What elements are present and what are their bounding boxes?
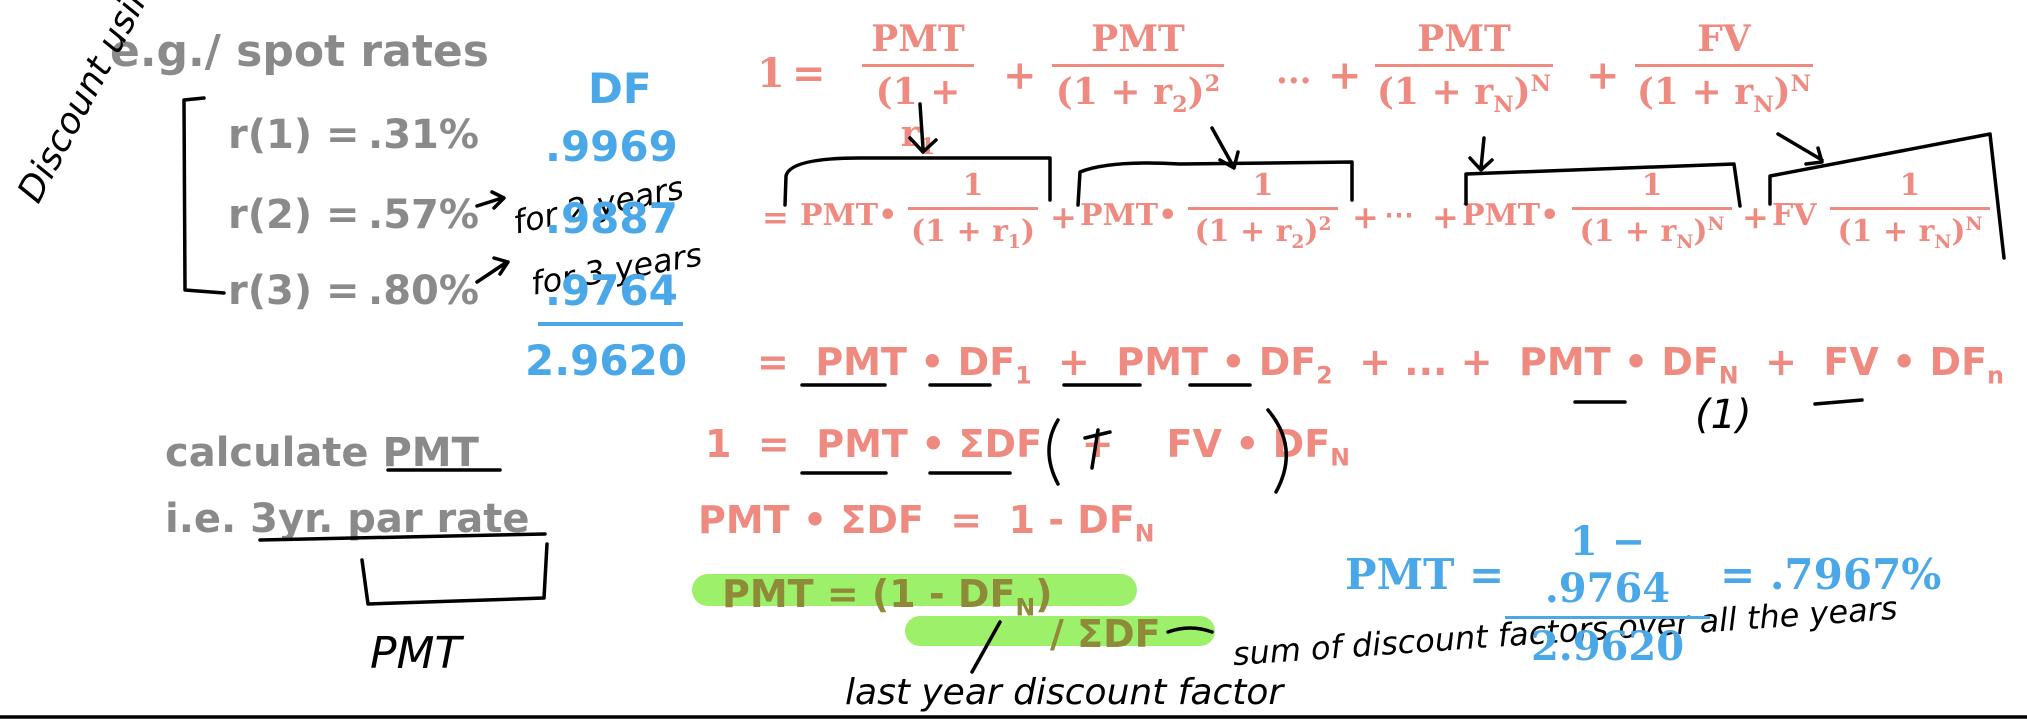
df-value-3: .9764 (545, 266, 678, 315)
line1-term1-num: PMT (871, 18, 965, 60)
line1-one: 1 (757, 50, 785, 97)
line1-term3: PMT (1 + rN)N (1375, 18, 1553, 118)
highlight-sigma-df (905, 616, 1215, 646)
line4: 1 = PMT • ΣDF + FV • DFN (705, 422, 1350, 472)
line1-term3-num: PMT (1417, 18, 1511, 60)
df-total: 2.9620 (525, 336, 688, 385)
df-sum-line (538, 322, 683, 326)
line1-term1: PMT (1 + r1 (862, 18, 974, 160)
line2-plus1: + (1050, 198, 1077, 236)
note-last-year-discount-factor: last year discount factor (845, 672, 1284, 713)
line1-term2: PMT (1 + r2)2 (1052, 18, 1224, 118)
line1-plus2: + (1328, 52, 1362, 99)
ie-text: i.e. (165, 496, 251, 542)
line2-pmt3: PMT• (1462, 198, 1560, 233)
highlight-pmt-formula (692, 574, 1137, 606)
line6: PMT = (1 - DFN) (722, 572, 1053, 622)
result-rhs: = .7967% (1720, 550, 1942, 599)
line1-dots: ... (1276, 52, 1312, 92)
line1-plus1: + (1003, 52, 1037, 99)
calculate-pmt: PMT (382, 430, 479, 476)
rate-1-label: r(1) = (228, 112, 360, 158)
line2-pmt2: PMT• (1080, 198, 1178, 233)
calculate-label: calculate PMT (165, 430, 479, 476)
line3: = PMT • DF1 + PMT • DF2 + ... + PMT • DF… (757, 340, 2004, 390)
line2-frac1: 1 (1 + r1) (908, 168, 1038, 253)
calculate-text: calculate (165, 430, 383, 476)
line1-term4: FV (1 + rN)N (1635, 18, 1813, 118)
heading-spot-rates: e.g./ spot rates (110, 26, 489, 77)
brace-note-pmt: PMT (370, 628, 462, 679)
df-header: DF (588, 64, 652, 113)
rate-3-value: .80% (368, 268, 479, 314)
line2-plus2: + (1352, 198, 1379, 236)
result-numerator: 1 − .9764 (1544, 518, 1671, 612)
ie-label: i.e. 3yr. par rate (165, 496, 529, 542)
rate-1-value: .31% (368, 112, 479, 158)
line1-term3-den: (1 + rN)N (1376, 71, 1552, 119)
line1-term2-den: (1 + r2)2 (1055, 71, 1221, 119)
line2-plus4: + (1742, 198, 1769, 236)
side-note-discount-using: Discount using $ (10, 0, 188, 210)
line2-cdots: ⋯ (1384, 198, 1414, 233)
line1-term4-num: FV (1697, 18, 1751, 60)
result-lhs: PMT = (1345, 550, 1505, 599)
ie-par-rate: 3yr. par rate (250, 496, 530, 542)
line1-term2-num: PMT (1091, 18, 1185, 60)
line2-frac2: 1 (1 + r2)2 (1188, 168, 1338, 253)
result-fraction: 1 − .9764 2.9620 (1505, 518, 1710, 670)
line2-fv: FV (1772, 198, 1817, 233)
line1-term1-den: (1 + r1 (875, 71, 961, 161)
line1-plus3: + (1586, 52, 1620, 99)
result-denominator: 2.9620 (1530, 623, 1685, 670)
rate-2-value: .57% (368, 192, 479, 238)
note-one: (1) (1695, 392, 1752, 438)
line2-pmt1: PMT• (800, 198, 898, 233)
df-value-2: .9887 (545, 194, 678, 243)
line6-denominator: / ΣDF (1050, 612, 1161, 656)
rate-2-label: r(2) = (228, 192, 360, 238)
line5: PMT • ΣDF = 1 - DFN (698, 498, 1155, 548)
line2-plus3: + (1432, 198, 1459, 236)
line2-eq: = (762, 198, 789, 236)
line2-frac3: 1 (1 + rN)N (1572, 168, 1732, 253)
line1-eq: = (792, 50, 826, 97)
rate-3-label: r(3) = (228, 268, 360, 314)
line2-frac4: 1 (1 + rN)N (1830, 168, 1990, 253)
line1-term4-den: (1 + rN)N (1636, 71, 1812, 119)
df-value-1: .9969 (545, 122, 678, 171)
